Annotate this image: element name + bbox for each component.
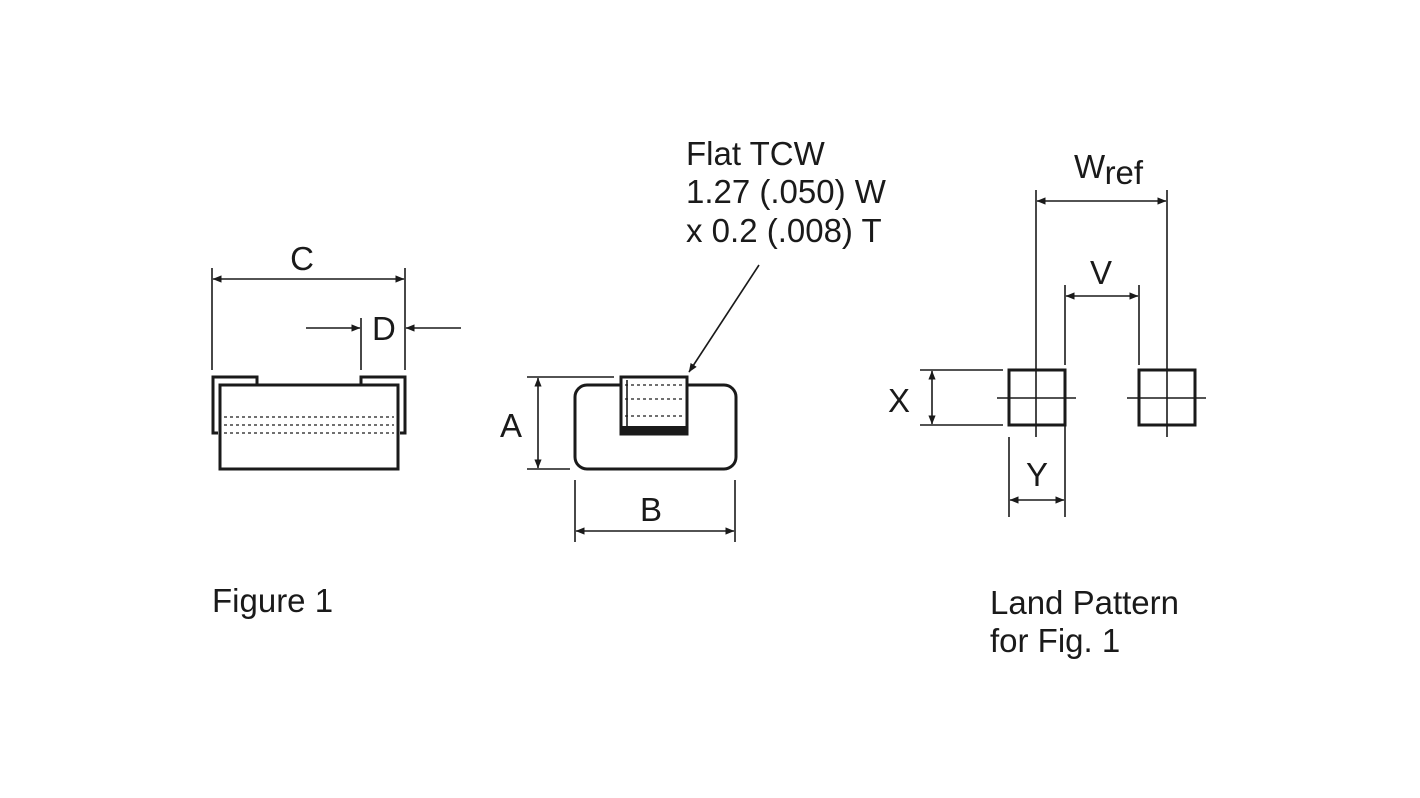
label-b: B (640, 491, 662, 528)
label-wref-subscript: ref (1105, 154, 1144, 191)
land-pattern-caption-line-1: Land Pattern (990, 584, 1179, 621)
side-view-body (218, 383, 400, 471)
label-wref: Wref (1074, 148, 1144, 191)
side-view: C D (211, 240, 461, 471)
label-c: C (290, 240, 314, 277)
label-x: X (888, 382, 910, 419)
terminal-inner (621, 426, 687, 434)
label-v: V (1090, 254, 1112, 291)
label-a: A (500, 407, 522, 444)
label-y: Y (1026, 456, 1048, 493)
right-terminal (359, 375, 407, 435)
land-pattern: Wref V X Y (888, 148, 1206, 517)
callout-line-1: Flat TCW (686, 135, 826, 172)
left-terminal (211, 375, 259, 435)
flat-tcw-terminal (619, 375, 689, 436)
figure-caption: Figure 1 (212, 582, 333, 619)
land-pattern-caption-line-2: for Fig. 1 (990, 622, 1120, 659)
end-view: A B (500, 264, 760, 542)
callout-line-2: 1.27 (.050) W (686, 173, 887, 210)
label-d: D (372, 310, 396, 347)
callout-line-3: x 0.2 (.008) T (686, 212, 882, 249)
callout-leader-arrow (688, 264, 760, 373)
flat-tcw-callout: Flat TCW 1.27 (.050) W x 0.2 (.008) T (686, 135, 887, 249)
